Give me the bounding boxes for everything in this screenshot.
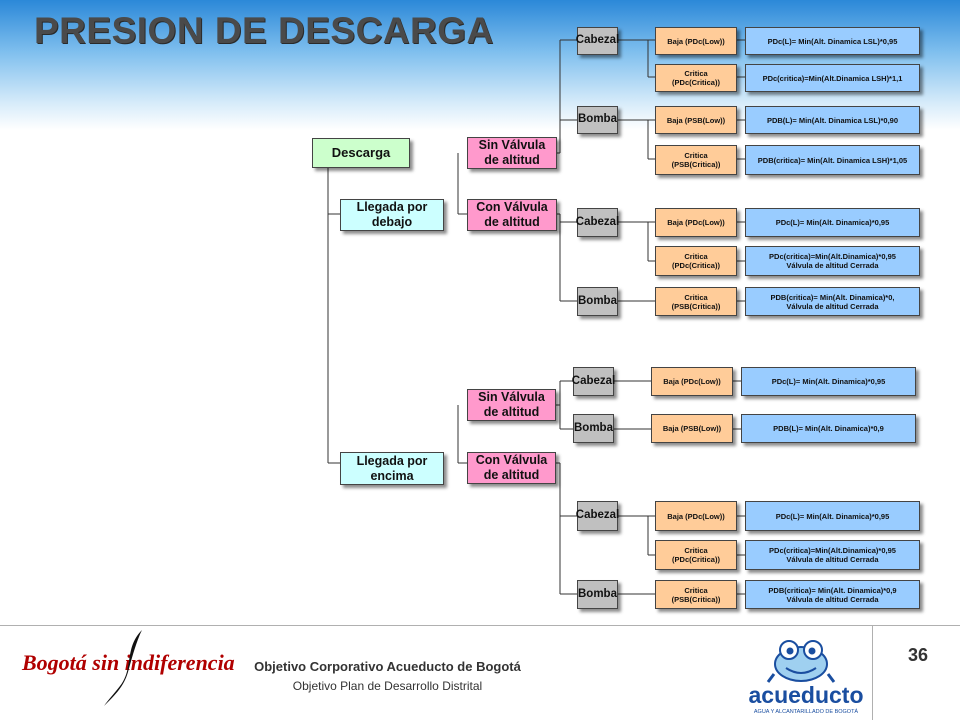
node-g3-cabezal-low: Baja (PDc(Low))	[651, 367, 733, 396]
node-g2-cabezal-low-formula: PDc(L)= Min(Alt. Dinamica)*0,95	[745, 208, 920, 237]
node-g4-cabezal-crit: Critica (PDc(Critica))	[655, 540, 737, 570]
node-g2-cabezal: Cabezal	[576, 208, 619, 237]
acueducto-logo-subtitle: AGUA Y ALCANTARILLADO DE BOGOTÁ	[753, 709, 859, 715]
node-g1-bomba-crit-formula: PDB(critica)= Min(Alt. Dinamica LSH)*1,0…	[745, 145, 920, 175]
footer-divider	[0, 625, 960, 626]
node-g4-bomba: Bomba	[577, 580, 618, 609]
node-descarga: Descarga	[312, 138, 410, 168]
swoosh-icon	[104, 630, 142, 706]
acueducto-logo-name: acueducto	[748, 682, 864, 708]
node-arrival-below: Llegada por debajo	[340, 199, 444, 231]
acueducto-logo: acueducto AGUA Y ALCANTARILLADO DE BOGOT…	[736, 636, 868, 720]
node-g1-cabezal: Cabezal	[576, 27, 619, 55]
node-g4-bomba-crit-formula: PDB(critica)= Min(Alt. Dinamica)*0,9 Vál…	[745, 580, 920, 609]
node-g1-cabezal-crit-formula: PDc(critica)=Min(Alt.Dinamica LSH)*1,1	[745, 64, 920, 92]
node-g4-cabezal-low-formula: PDc(L)= Min(Alt. Dinamica)*0,95	[745, 501, 920, 531]
node-g2-bomba-crit-formula: PDB(critica)= Min(Alt. Dinamica)*0, Válv…	[745, 287, 920, 316]
plan-objective: Objetivo Plan de Desarrollo Distrital	[292, 679, 483, 693]
node-g1-cabezal-crit: Critica (PDc(Critica))	[655, 64, 737, 92]
node-g2-cabezal-crit: Critica (PDc(Critica))	[655, 246, 737, 276]
footer-page-divider	[872, 625, 873, 720]
node-g1-cabezal-low: Baja (PDc(Low))	[655, 27, 737, 55]
node-g1-cabezal-low-formula: PDc(L)= Min(Alt. Dinamica LSL)*0,95	[745, 27, 920, 55]
node-g2-cabezal-low: Baja (PDc(Low))	[655, 208, 737, 237]
node-g4-bomba-crit: Critica (PSB(Critica))	[655, 580, 737, 609]
node-g1-bomba-low: Baja (PSB(Low))	[655, 106, 737, 134]
node-g2-cabezal-crit-formula: PDc(critica)=Min(Alt.Dinamica)*0,95 Válv…	[745, 246, 920, 276]
node-g2-bomba: Bomba	[577, 287, 618, 316]
node-g3-bomba-low-formula: PDB(L)= Min(Alt. Dinamica)*0,9	[741, 414, 916, 443]
frog-mascot-icon	[766, 640, 836, 683]
node-g3-cabezal: Cabezal	[572, 367, 615, 396]
node-g4-cabezal-low: Baja (PDc(Low))	[655, 501, 737, 531]
node-g3-bomba-low: Baja (PSB(Low))	[651, 414, 733, 443]
slide-title: PRESION DE DESCARGA	[34, 10, 494, 51]
bogota-logo-text: Bogotá sin indiferencia	[22, 650, 235, 675]
node-g1-bomba-low-formula: PDB(L)= Min(Alt. Dinamica LSL)*0,90	[745, 106, 920, 134]
node-g4-cabezal-crit-formula: PDc(critica)=Min(Alt.Dinamica)*0,95 Válv…	[745, 540, 920, 570]
node-below-without-valve: Sin Válvula de altitud	[467, 137, 557, 169]
node-g1-bomba: Bomba	[577, 106, 618, 134]
node-arrival-above: Llegada por encima	[340, 452, 444, 485]
node-g4-cabezal: Cabezal	[576, 501, 619, 531]
node-above-without-valve: Sin Válvula de altitud	[467, 389, 556, 421]
node-g2-bomba-crit: Critica (PSB(Critica))	[655, 287, 737, 316]
page-number: 36	[907, 645, 929, 665]
corporate-objective: Objetivo Corporativo Acueducto de Bogotá	[254, 659, 521, 674]
node-above-with-valve: Con Válvula de altitud	[467, 452, 556, 484]
node-below-with-valve: Con Válvula de altitud	[467, 199, 557, 231]
node-g1-bomba-crit: Critica (PSB(Critica))	[655, 145, 737, 175]
node-g3-bomba: Bomba	[573, 414, 614, 443]
bogota-logo: Bogotá sin indiferencia	[22, 630, 242, 706]
node-g3-cabezal-low-formula: PDc(L)= Min(Alt. Dinamica)*0,95	[741, 367, 916, 396]
